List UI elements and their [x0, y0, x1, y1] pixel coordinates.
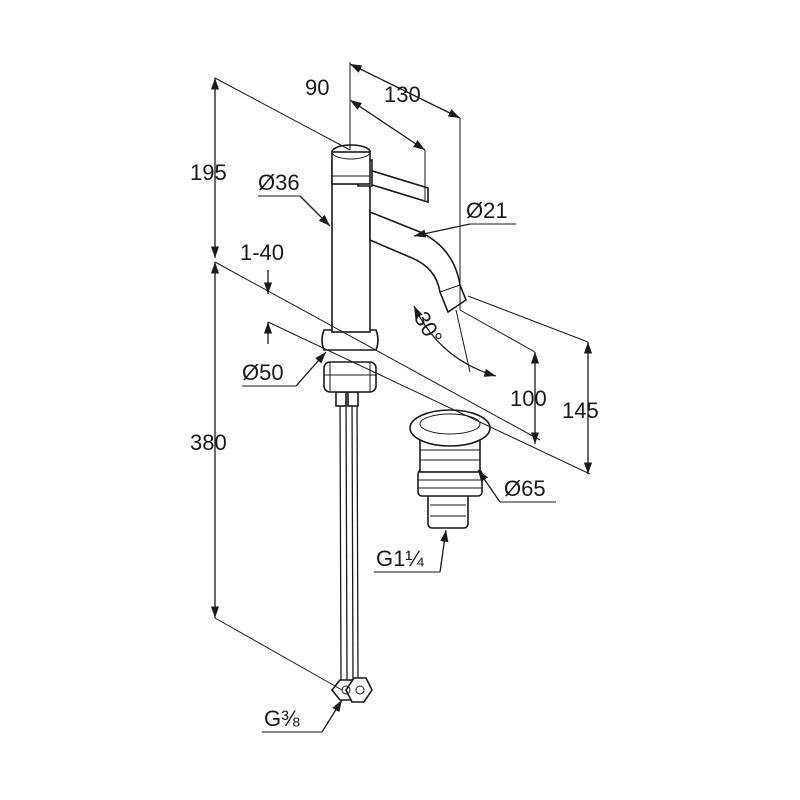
dim-145-label: 145 [562, 398, 599, 423]
hose-fitting [330, 677, 373, 703]
dim-30-degree-label: 30° [409, 307, 447, 348]
faucet-assembly [321, 144, 467, 703]
dim-diameter-50-label: Ø50 [242, 360, 284, 385]
dim-130-label: 130 [384, 82, 421, 107]
dim-195-label: 195 [190, 160, 227, 185]
dim-90-label: 90 [305, 75, 329, 100]
dim-diameter-65-label: Ø65 [504, 476, 546, 501]
column-cap [331, 144, 371, 185]
dim-1-40-label: 1-40 [240, 240, 284, 265]
dim-diameter-36-label: Ø36 [258, 170, 300, 195]
faucet-column [331, 159, 371, 333]
dim-100-label: 100 [510, 386, 547, 411]
mounting-nut [323, 361, 377, 393]
dim-380-label: 380 [190, 430, 227, 455]
spout [369, 210, 467, 314]
pop-up-drain [409, 409, 491, 529]
thread-g114-label: G1¼ [376, 546, 424, 571]
thread-g38-label: G⅜ [264, 706, 300, 731]
dim-diameter-21-label: Ø21 [466, 198, 508, 223]
dimension-lines: 90 130 195 Ø36 Ø21 1-40 30° Ø50 100 145 … [190, 62, 599, 733]
supply-hose [335, 391, 359, 681]
